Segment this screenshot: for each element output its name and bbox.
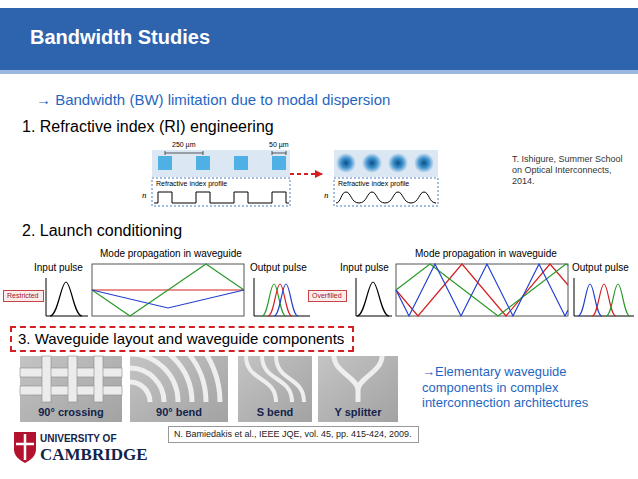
title-band xyxy=(0,8,638,70)
cladding-band xyxy=(334,150,438,177)
y-splitter-photo xyxy=(318,356,398,422)
component-photo: Y splitter xyxy=(318,356,398,422)
component-photo: S bend xyxy=(238,356,312,422)
figure-label: Mode propagation in waveguide xyxy=(100,248,242,260)
plot-axes xyxy=(46,278,88,316)
panel-text: 50 µm xyxy=(269,141,289,149)
step-profile xyxy=(154,192,289,203)
slide-title: Bandwidth Studies xyxy=(30,26,210,49)
panel-text: 250 µm xyxy=(172,141,196,149)
photo-ground xyxy=(20,356,122,422)
dimension-line xyxy=(165,151,203,155)
box-text: N. Bamiedakis et al., IEEE JQE, vol. 45,… xyxy=(174,429,413,440)
plot-label: Output pulse xyxy=(572,262,629,274)
crest-cross xyxy=(16,434,34,460)
core-square xyxy=(272,156,286,170)
waveguide-strip xyxy=(94,356,103,402)
profile-box xyxy=(152,178,290,206)
section-heading: 2. Launch conditioning xyxy=(22,221,182,240)
input-pulse-curve xyxy=(357,282,389,316)
crest-shield xyxy=(14,432,36,463)
photo-ground xyxy=(238,356,312,422)
bullet-note: → Bandwidth (BW) limitation due to modal… xyxy=(36,91,390,109)
graded-core xyxy=(336,153,356,173)
bend-arc xyxy=(130,356,178,402)
profile-box xyxy=(334,178,438,206)
bend-arc xyxy=(130,356,220,402)
core-square xyxy=(158,156,172,170)
s-bend-guide xyxy=(276,356,304,402)
section-heading: 1. Refractive index (RI) engineering xyxy=(22,117,274,136)
waveguide-strip xyxy=(42,356,51,402)
component-photo: 90° crossing xyxy=(20,356,122,422)
ri-panel: 250 µm 50 µm Refractive index profile n xyxy=(140,141,290,207)
logo-text: CAMBRIDGE xyxy=(40,445,148,465)
bend-arcs xyxy=(130,356,220,402)
bend-arc xyxy=(130,356,206,402)
photo-caption: 90° crossing xyxy=(38,406,104,419)
dashed-arrow xyxy=(290,173,322,175)
mode-ray xyxy=(92,264,244,316)
plot-axes xyxy=(254,278,310,316)
panel-text: n xyxy=(324,190,329,201)
photo-caption: Y splitter xyxy=(335,406,382,419)
photo-caption: S bend xyxy=(257,406,294,419)
waveguide xyxy=(92,264,244,316)
panel-text: n xyxy=(142,190,147,201)
cladding-band xyxy=(152,150,290,177)
title-underline xyxy=(0,70,638,74)
bullet-note: →Elementary waveguide components in comp… xyxy=(422,364,627,411)
box-text: Overfilled xyxy=(312,292,343,300)
plot-label: Input pulse xyxy=(340,262,389,274)
graded-core xyxy=(414,153,434,173)
waveguide-strip xyxy=(68,356,77,402)
university-crest xyxy=(14,432,36,463)
graded-core xyxy=(362,153,382,173)
plot-axes xyxy=(574,278,634,316)
ri-panel: Refractive index profile n xyxy=(322,141,438,207)
mode-ray xyxy=(92,290,244,308)
mode-ray xyxy=(396,264,568,316)
input-pulse-curve xyxy=(50,282,82,316)
core-square xyxy=(234,156,248,170)
output-pulse-curve xyxy=(606,284,630,316)
launch-tag: Restricted xyxy=(3,290,44,302)
crossing-photo xyxy=(20,356,122,422)
bend-arc xyxy=(130,368,164,402)
plot-label: Output pulse xyxy=(250,262,307,274)
dimension-line xyxy=(272,151,286,155)
logo-text: UNIVERSITY OF xyxy=(40,433,117,445)
s-bend-photo xyxy=(238,356,312,422)
waveguide xyxy=(396,264,568,316)
highlight-box: 3. Waveguide layout and waveguide compon… xyxy=(10,326,354,352)
graded-index-figure xyxy=(334,150,438,206)
output-pulse-curve xyxy=(274,284,298,316)
splitter-branch xyxy=(358,356,382,390)
photo-caption: 90° bend xyxy=(156,406,202,419)
launch-tag: Overfilled xyxy=(308,290,347,302)
box-text: 3. Waveguide layout and waveguide compon… xyxy=(18,330,346,348)
bend-arc xyxy=(130,382,150,402)
panel-text: Refractive index profile xyxy=(338,180,409,188)
core-square xyxy=(196,156,210,170)
mode-ray xyxy=(396,264,568,316)
step-index-figure xyxy=(152,150,290,206)
reference-box: N. Bamiedakis et al., IEEE JQE, vol. 45,… xyxy=(168,426,419,443)
bend-arc xyxy=(130,356,192,402)
reference-note: T. Ishigure, Summer School on Optical In… xyxy=(512,154,630,186)
photo-ground xyxy=(318,356,398,422)
plot-label: Input pulse xyxy=(34,262,83,274)
graded-core xyxy=(388,153,408,173)
plot-axes xyxy=(356,278,392,316)
figure-label: Mode propagation in waveguide xyxy=(415,248,557,260)
box-text: Restricted xyxy=(7,292,40,300)
mode-ray xyxy=(396,264,568,316)
component-photo: 90° bend xyxy=(130,356,228,422)
splitter-branch xyxy=(334,356,358,402)
graded-profile xyxy=(336,192,436,203)
panel-text: Refractive index profile xyxy=(156,180,227,188)
